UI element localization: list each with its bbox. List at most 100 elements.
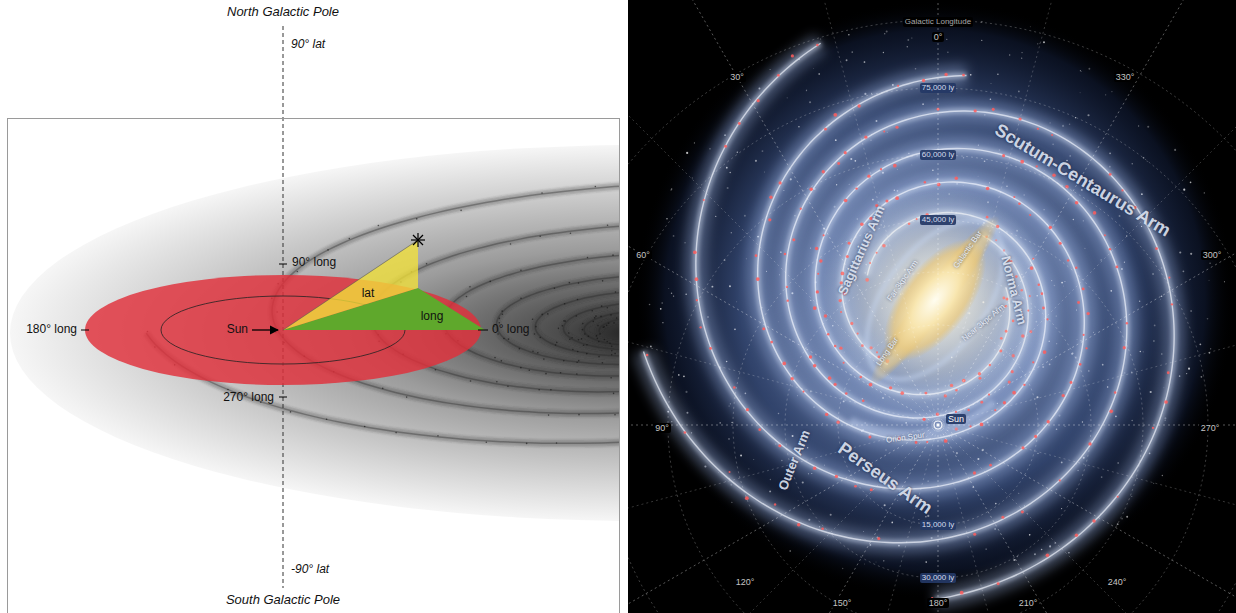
longitude-scale: 0° [932, 32, 945, 42]
dust-speck [563, 320, 565, 322]
dust-speck [528, 370, 530, 372]
dust-speck [296, 271, 298, 273]
nebula-dot [997, 582, 1000, 585]
nebula-dot [774, 503, 776, 505]
nebula-dot [1114, 391, 1116, 393]
nebula-dot [833, 113, 837, 117]
nebula-dot [825, 413, 828, 416]
nebula-dot [802, 391, 804, 393]
star-dot [806, 90, 807, 91]
star-dot [731, 502, 732, 503]
dust-speck [577, 299, 579, 301]
dust-speck [545, 373, 547, 375]
dust-speck [501, 360, 503, 362]
dust-speck [598, 341, 600, 343]
nebula-dot [782, 362, 786, 366]
star-dot [1183, 270, 1185, 272]
nebula-dot [1018, 202, 1021, 205]
longitude-line [938, 425, 1124, 613]
dust-speck [578, 339, 580, 341]
nebula-dot [854, 485, 857, 488]
dust-speck [378, 225, 380, 227]
dust-speck [541, 314, 543, 316]
star-dot [1188, 368, 1190, 370]
dust-speck [326, 418, 328, 420]
distance-label: 45,000 ly [920, 215, 956, 224]
dust-speck [496, 381, 498, 383]
nebula-dot [1109, 248, 1111, 250]
nebula-dot [1109, 173, 1112, 176]
star-dot [1153, 483, 1154, 484]
milky-way-map [628, 0, 1236, 613]
longitude-line [628, 425, 938, 426]
longitude-line [938, 425, 1236, 426]
longitude-line [628, 0, 938, 425]
nebula-dot [922, 79, 925, 82]
nebula-dot [844, 151, 847, 154]
dust-speck [563, 360, 565, 362]
star-dot [842, 568, 843, 569]
dust-speck [499, 318, 501, 320]
star-dot [715, 216, 716, 217]
nebula-dot [883, 130, 885, 132]
longitude-scale: 270° [1199, 423, 1222, 433]
star-dot [883, 560, 884, 561]
star-dot [1126, 516, 1128, 518]
dust-speck [460, 210, 462, 212]
nebula-dot [868, 436, 871, 439]
star-dot [769, 490, 771, 492]
latitude-label: -90° lat [291, 563, 329, 577]
dust-speck [534, 333, 536, 335]
star-dot [1036, 396, 1038, 398]
nebula-dot [1001, 516, 1004, 519]
nebula-dot [797, 523, 801, 527]
star-dot [809, 101, 811, 103]
dust-speck [469, 286, 471, 288]
dust-speck [583, 344, 585, 346]
star-dot [686, 412, 688, 414]
star-dot [1021, 58, 1022, 59]
nebula-dot [835, 475, 838, 478]
nebula-dot [738, 122, 741, 125]
nebula-dot [1003, 401, 1006, 404]
arm-name: Near 3kpc Arm [960, 302, 1006, 343]
star-dot [1204, 192, 1205, 193]
dust-speck [435, 369, 437, 371]
dust-speck [501, 310, 503, 312]
distance-ring [668, 155, 1208, 613]
dust-speck [395, 432, 397, 434]
nebula-dot [1062, 394, 1065, 397]
nebula-dot [1002, 154, 1005, 157]
galaxy-disc [635, 0, 1235, 600]
nebula-dot [823, 234, 825, 236]
nebula-dot [1109, 410, 1113, 414]
star-dot [863, 563, 865, 565]
nebula-dot [1093, 211, 1097, 215]
nebula-dot [646, 354, 649, 357]
star-dot [694, 142, 695, 143]
dust-speck [569, 282, 571, 284]
star-dot [1061, 282, 1063, 284]
dust-speck [520, 367, 522, 369]
longitude-line [938, 0, 1236, 425]
dust-speck [539, 235, 541, 237]
star-dot [990, 98, 992, 100]
nebula-dot [822, 170, 825, 173]
nebula-dot [1075, 201, 1079, 205]
arm-band [643, 148, 1126, 542]
nebula-dot [791, 54, 794, 57]
arm-band [696, 43, 1084, 489]
dust-speck [613, 322, 615, 324]
nebula-dot [1075, 266, 1078, 269]
dust-speck [606, 307, 608, 309]
star-dot [1131, 420, 1133, 422]
star-dot [907, 39, 909, 41]
star-dot [1143, 157, 1145, 159]
distance-ring [785, 272, 1091, 578]
dust-speck [602, 362, 604, 364]
dust-speck [587, 257, 589, 259]
distance-label: 75,000 ly [920, 83, 956, 92]
star-dot [1154, 324, 1156, 326]
dust-speck [486, 441, 488, 443]
